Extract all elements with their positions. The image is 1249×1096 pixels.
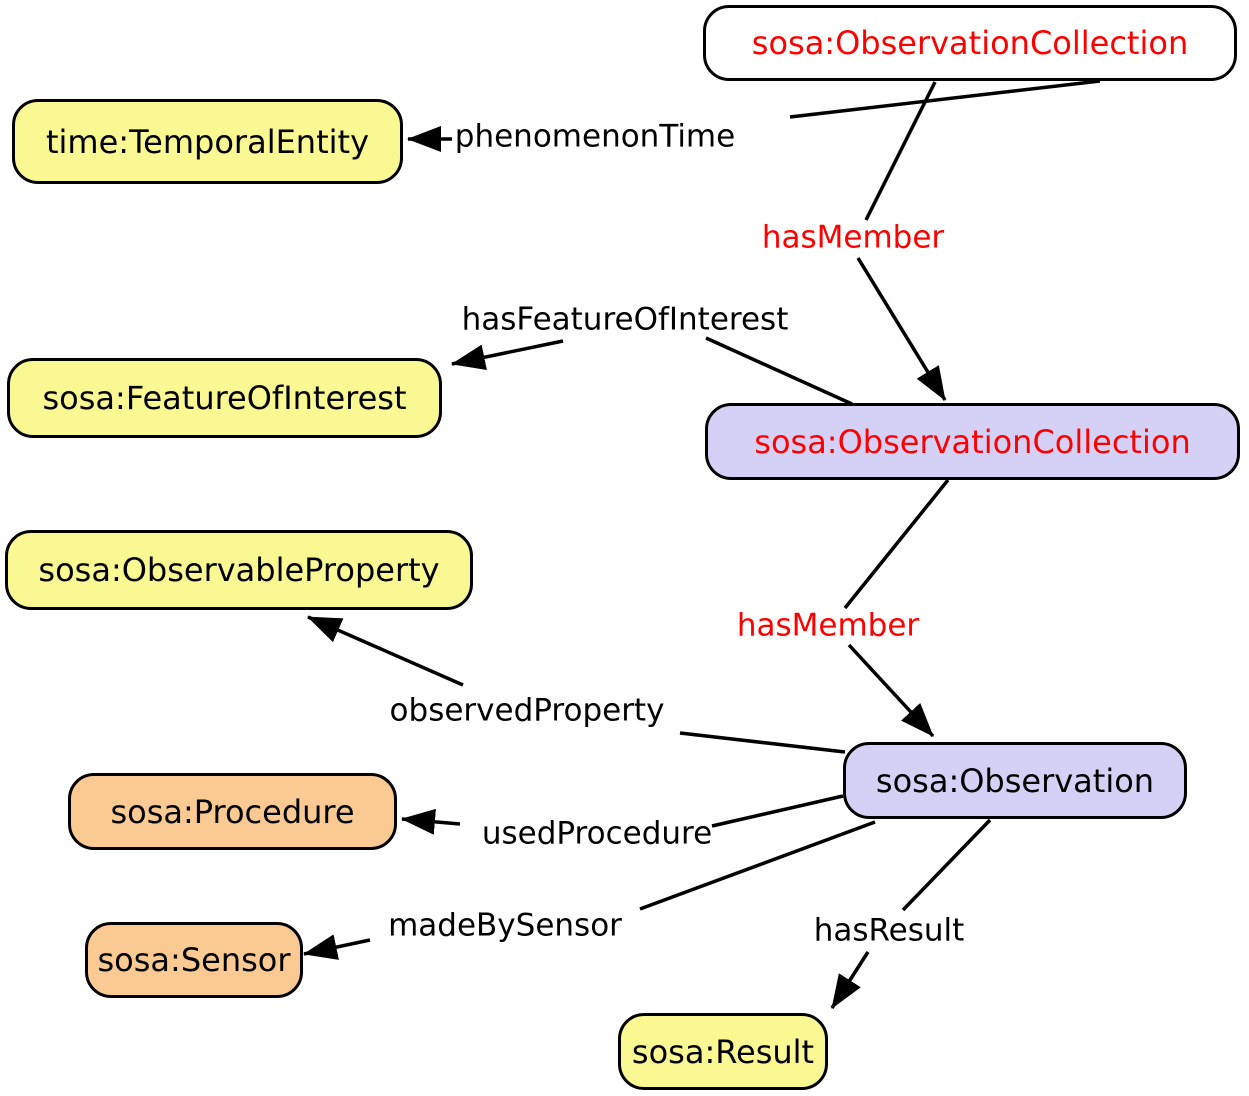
node-sosa-observationcollection-member: sosa:ObservationCollection bbox=[705, 403, 1240, 480]
edge-hasfeatureofinterest-segment-source bbox=[705, 336, 853, 406]
edge-hasmember-2-segment-arrow bbox=[847, 643, 935, 738]
node-sosa-observationcollection-outer: sosa:ObservationCollection bbox=[703, 5, 1237, 81]
edge-usedprocedure-segment-source bbox=[711, 794, 844, 828]
edge-label-hasresult: hasResult bbox=[813, 912, 965, 949]
edge-observedproperty-segment-arrow bbox=[307, 615, 464, 687]
edge-label-phenomenontime: phenomenonTime bbox=[454, 118, 736, 155]
node-sosa-featureofinterest: sosa:FeatureOfInterest bbox=[7, 358, 442, 438]
edge-hasresult-segment-arrow bbox=[830, 951, 870, 1009]
edge-label-observedproperty: observedProperty bbox=[389, 692, 665, 729]
node-sosa-sensor: sosa:Sensor bbox=[85, 922, 303, 998]
edge-label-usedprocedure: usedProcedure bbox=[481, 815, 713, 852]
edge-hasmember-2-segment-source bbox=[843, 478, 950, 610]
node-time-temporalentity: time:TemporalEntity bbox=[12, 99, 403, 184]
edge-hasmember-1-segment-source bbox=[864, 81, 937, 221]
node-sosa-result: sosa:Result bbox=[618, 1013, 828, 1090]
edge-madebysensor-segment-arrow bbox=[303, 934, 371, 960]
edge-label-hasmember-2: hasMember bbox=[736, 607, 920, 644]
node-sosa-observableproperty: sosa:ObservableProperty bbox=[5, 530, 473, 610]
edge-label-hasmember-1: hasMember bbox=[761, 219, 945, 256]
node-sosa-procedure: sosa:Procedure bbox=[68, 773, 397, 850]
edge-observedproperty-segment-source bbox=[679, 731, 846, 754]
edge-hasresult-segment-source bbox=[901, 818, 992, 912]
edge-usedprocedure-segment-arrow bbox=[401, 808, 461, 835]
edge-label-hasfeatureofinterest: hasFeatureOfInterest bbox=[461, 301, 789, 338]
edge-label-madebysensor: madeBySensor bbox=[388, 907, 622, 944]
edge-hasmember-1-segment-arrow bbox=[856, 257, 947, 401]
edge-madebysensor-segment-source bbox=[639, 820, 876, 911]
node-sosa-observation: sosa:Observation bbox=[843, 742, 1187, 819]
edge-phenomenontime-segment-source bbox=[789, 79, 1101, 119]
edge-hasfeatureofinterest-segment-arrow bbox=[451, 339, 564, 371]
